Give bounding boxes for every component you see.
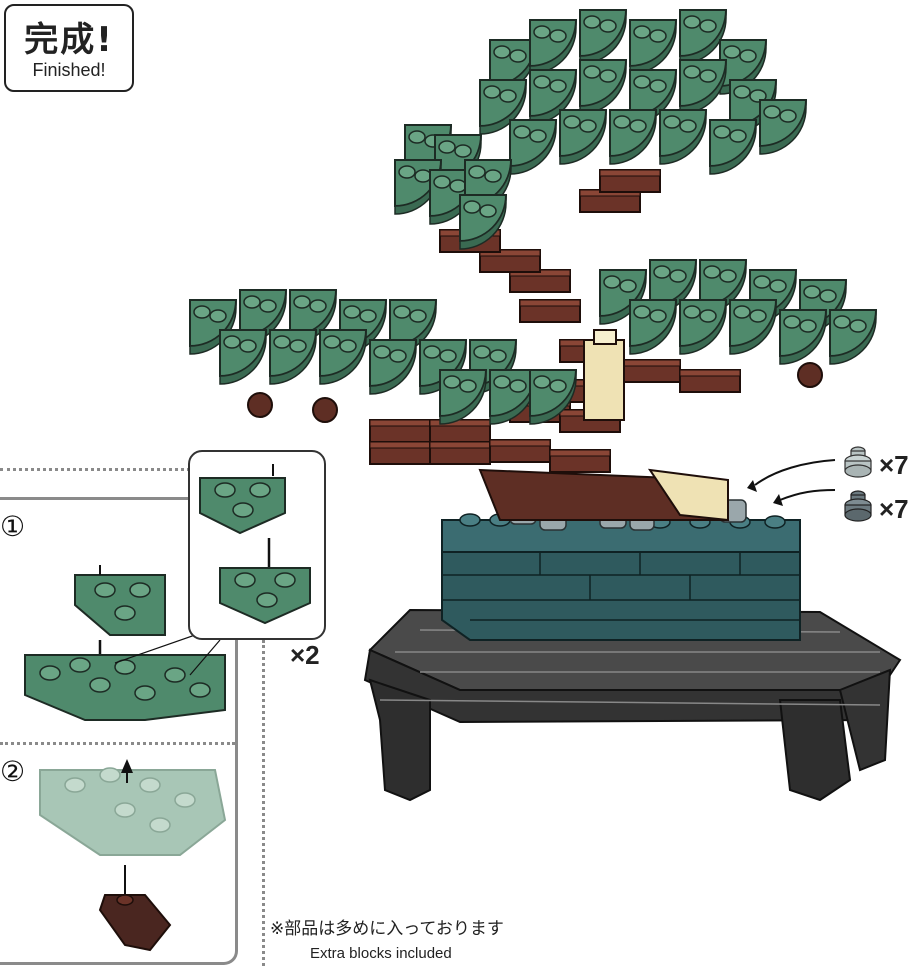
- extra-parts-note-ja: ※部品は多めに入っております: [270, 919, 504, 939]
- step-1-illustration: [24, 565, 226, 721]
- dotted-divider-top: [0, 468, 190, 471]
- extra-parts-note-en: Extra blocks included: [310, 945, 452, 962]
- light-gray-round-brick-icon: [844, 446, 872, 478]
- finished-title: 完成!: [24, 20, 114, 60]
- foliage-top: [479, 9, 807, 175]
- subassembly-multiplier: ×2: [290, 640, 320, 670]
- foliage-right: [599, 259, 877, 388]
- foliage-left: [189, 289, 577, 425]
- part-row-dark: [843, 487, 873, 527]
- step-2-illustration: [39, 759, 227, 952]
- part-light-count: ×7: [879, 450, 909, 480]
- part-row-light: [843, 443, 873, 483]
- parts-arrows: [747, 459, 836, 506]
- step-1-number: ①: [0, 510, 26, 543]
- part-dark-count: ×7: [879, 494, 909, 524]
- step-2-number: ②: [0, 755, 26, 788]
- dotted-divider-vertical: [262, 640, 265, 966]
- trunk: [369, 169, 741, 522]
- dark-gray-round-brick-icon: [844, 490, 872, 522]
- bonsai-illustration: [189, 9, 902, 802]
- finished-subtitle: Finished!: [32, 60, 106, 80]
- step-panel: [0, 497, 238, 965]
- zoom-detail-illustration: [199, 464, 311, 625]
- dotted-divider-steps: [0, 742, 235, 745]
- finished-badge: 完成! Finished!: [4, 4, 134, 92]
